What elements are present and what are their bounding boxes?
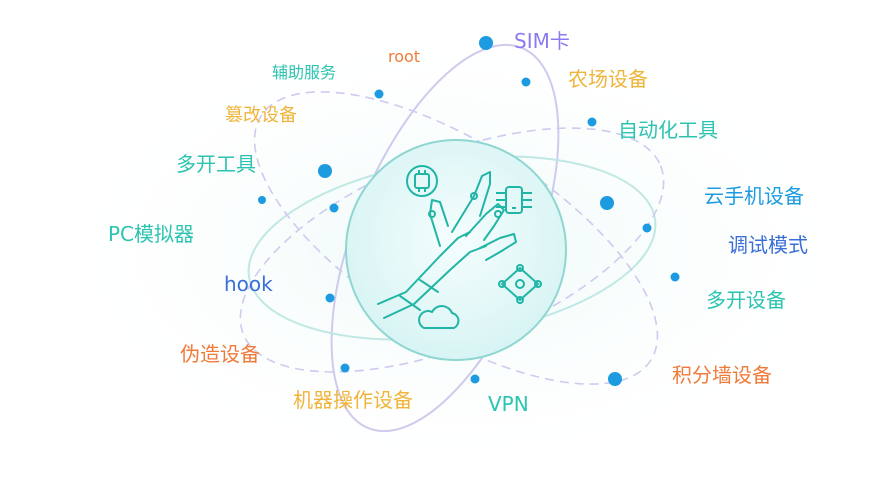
chip-icon [406, 165, 438, 197]
label-sim-card: SIM卡 [514, 29, 570, 53]
label-accessibility-service: 辅助服务 [272, 63, 336, 82]
label-farm-device: 农场设备 [568, 67, 648, 91]
label-offerwall-device: 积分墙设备 [672, 363, 772, 387]
label-tampered-device: 篡改设备 [225, 104, 297, 126]
label-vpn: VPN [488, 392, 529, 416]
label-hook: hook [224, 272, 273, 296]
smartphone-icon [496, 186, 532, 214]
label-root: root [388, 47, 420, 66]
node [479, 36, 493, 50]
label-debug-mode: 调试模式 [728, 233, 808, 257]
node [587, 117, 597, 127]
label-fake-device: 伪造设备 [180, 342, 260, 366]
node [608, 372, 622, 386]
cloud-icon [418, 305, 460, 329]
label-cloud-phone-device: 云手机设备 [704, 184, 804, 208]
node [374, 89, 384, 99]
label-multi-open-device: 多开设备 [706, 288, 786, 312]
node [642, 223, 652, 233]
node [325, 293, 335, 303]
label-pc-emulator: PC模拟器 [108, 222, 194, 246]
node [600, 196, 614, 210]
node [318, 164, 332, 178]
orbit-nodes [258, 36, 680, 386]
node [329, 203, 339, 213]
label-automation-tool: 自动化工具 [618, 118, 718, 142]
labels: SIM卡 root 辅助服务 农场设备 篡改设备 自动化工具 多开工具 云手机设… [108, 29, 808, 416]
node [521, 77, 531, 87]
network-chip-icon [498, 264, 542, 304]
center-sphere [345, 139, 567, 361]
node [340, 363, 350, 373]
node [670, 272, 680, 282]
label-multi-open-tool: 多开工具 [176, 152, 256, 176]
node [470, 374, 480, 384]
node [258, 196, 266, 204]
label-machine-operated-device: 机器操作设备 [293, 388, 413, 412]
robot-hand-icon [377, 171, 517, 319]
